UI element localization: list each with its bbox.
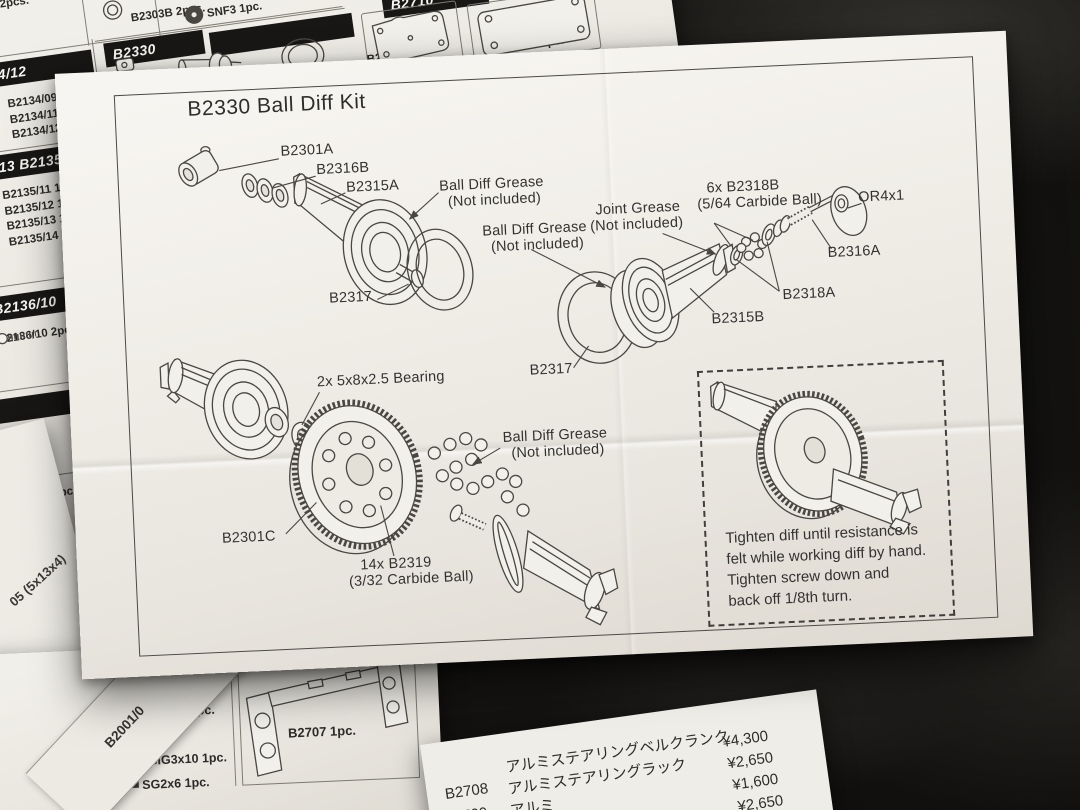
- part-label: B2001/0: [101, 703, 148, 751]
- price-list-sheet: B2708 B2709 アルミステアリングベルクランク アルミステアリングラック…: [420, 689, 835, 810]
- outdrive-right-bottom: [522, 529, 619, 626]
- outdrive-left-bottom: [159, 358, 289, 460]
- washer-stack-b2316b: [241, 173, 289, 208]
- part-label: B2315B: [711, 308, 765, 328]
- part-label: B2316B: [316, 159, 370, 179]
- diff-screw-b2316a: [787, 194, 837, 226]
- oring-b2317-left: [406, 228, 474, 311]
- part-label: B2316A: [827, 242, 881, 262]
- price-part-number: B2709: [443, 804, 488, 810]
- price-value: ¥2,650: [726, 749, 775, 773]
- diff-hub-b2301a: [178, 145, 219, 187]
- tip-note: Tighten diff until resistance is felt wh…: [725, 521, 927, 610]
- part-label: B2317: [529, 360, 573, 379]
- bottom-sheet-icons: [115, 660, 409, 791]
- instruction-sheet: B2330 Ball Diff Kit: [54, 30, 1034, 680]
- part-label: B2315A: [345, 177, 400, 196]
- thrust-washers-and-balls: [729, 215, 791, 266]
- grease-note: Ball Diff Grease(Not included): [438, 173, 544, 211]
- screw-and-spring: [449, 504, 524, 593]
- part-label: 14x B2319(3/32 Carbide Ball): [348, 554, 475, 591]
- grease-note: Joint Grease(Not included): [589, 198, 684, 235]
- part-label: B2301A: [280, 141, 334, 160]
- bottom-parts-sheet: 06/25 1pc. SIG3x10 1pc. SG2x6 1pc. B2707…: [0, 635, 444, 810]
- grease-note: Ball Diff Grease(Not included): [502, 425, 608, 462]
- part-label: OR4x1: [857, 187, 905, 206]
- bracket-icon: [245, 660, 409, 777]
- pulley-stack-b2315b: [610, 257, 680, 349]
- diff-gear-b2301c: [289, 399, 423, 555]
- outdrive-b2315b: [661, 243, 736, 320]
- leader-lines: [219, 158, 862, 557]
- plate-icon: [477, 0, 591, 57]
- part-label: B2301C: [221, 528, 276, 547]
- assembled-diff: [709, 381, 923, 535]
- price-value: ¥1,600: [731, 770, 780, 794]
- screw-icon: [0, 331, 37, 345]
- grease-note: Ball Diff Grease(Not included): [481, 218, 588, 256]
- price-value: ¥4,300: [721, 727, 770, 751]
- outdrive-b2315a: [293, 172, 428, 306]
- part-label: 6x B2318B(5/64 Carbide Ball): [696, 177, 823, 213]
- oring-icon: [102, 0, 123, 20]
- part-label: B2317: [328, 288, 373, 307]
- part-label: B2318A: [782, 284, 836, 304]
- price-part-number: B2708: [443, 780, 490, 803]
- spring-plate-or4x1: [830, 186, 868, 236]
- price-value: ¥2,650: [736, 792, 785, 810]
- exploded-diagram: [159, 145, 923, 626]
